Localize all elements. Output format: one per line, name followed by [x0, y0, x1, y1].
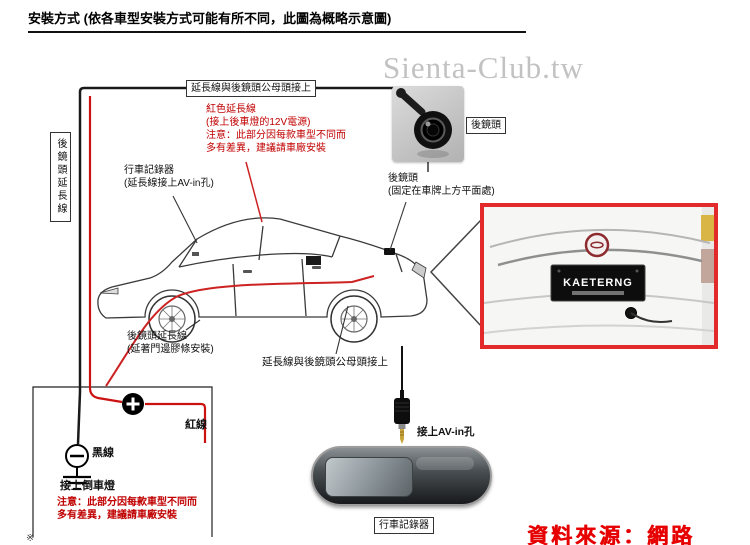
rear-camera-position-note: 後鏡頭 (固定在車牌上方平面處): [388, 172, 495, 198]
power-warning-note: 注意：此部分因每款車型不同而 多有差異，建議請車廠安裝: [57, 496, 197, 522]
footnote-mark: ※: [26, 533, 35, 544]
connector-leader-line: [335, 305, 349, 355]
red-extension-cable: [88, 96, 123, 404]
rearview-mirror-photo: [311, 446, 492, 506]
black-extension-cable: [78, 86, 421, 392]
connector-label-bottom: 延長線與後鏡頭公母頭接上: [262, 356, 388, 368]
photo-edge-yellow: [701, 215, 714, 241]
reverse-light-label: 接上倒車燈: [60, 480, 115, 492]
license-plate-text: KAETERNG: [563, 277, 633, 289]
connector-label-top: 延長線與後鏡頭公母頭接上: [186, 80, 316, 97]
photo-edge-warm: [701, 249, 714, 283]
cable-route-note: 後鏡頭延長線 (延著門邊膠條安裝): [127, 330, 214, 356]
power-warning-line2: 多有差異，建議請車廠安裝: [57, 510, 177, 521]
camera-illustration: [396, 88, 452, 158]
page-title: 安裝方式 (依各車型安裝方式可能有所不同，此圖為概略示意圖): [28, 8, 526, 33]
rear-camera-photo: [392, 86, 464, 162]
rear-camera-label-box: 後鏡頭: [466, 117, 506, 134]
cable-route-line2: (延著門邊膠條安裝): [127, 344, 214, 355]
rear-cam-leader-line: [389, 201, 407, 251]
dvr-unit-icon: [306, 256, 321, 265]
red-extension-note: 紅色延長線 (接上後車燈的12V電源) 注意：此部分因每款車型不同而 多有差異，…: [206, 103, 346, 155]
red-extension-note-line2: (接上後車燈的12V電源): [206, 117, 311, 128]
red-extension-note-line1: 紅色延長線: [206, 104, 256, 115]
red-wire-segment: [145, 402, 207, 443]
mirror-glint: [416, 457, 474, 470]
mirror-label-box: 行車記錄器: [374, 517, 434, 534]
red-cable-through-car: [105, 275, 375, 387]
inset-trunk-photo: KAETERNG: [480, 203, 718, 349]
ground-symbol: [63, 444, 91, 491]
plus-symbol: [122, 393, 144, 415]
red-extension-warning-line2: 多有差異，建議請車廠安裝: [206, 143, 326, 154]
black-wire-to-ground: [76, 391, 82, 445]
power-warning-line1: 注意：此部分因每款車型不同而: [57, 497, 197, 508]
route-leader-line: [185, 319, 201, 331]
dvr-note: 行車記錄器 (延長線接上AV-in孔): [124, 164, 214, 190]
rear-camera-position-line1: 後鏡頭: [388, 173, 418, 184]
source-credit: 資料來源：網路: [527, 525, 695, 545]
dvr-note-line1: 行車記錄器: [124, 165, 174, 176]
dvr-note-line2: (延長線接上AV-in孔): [124, 178, 214, 189]
av-plug-icon: [390, 390, 420, 448]
red-note-leader-line: [245, 161, 263, 223]
trunk-camera-icon: [384, 248, 395, 255]
power-box-outline: [32, 386, 213, 537]
red-wire-label: 紅線: [185, 419, 207, 431]
mirror-screen: [325, 457, 413, 497]
callout-triangle: [429, 217, 483, 329]
dvr-leader-line: [172, 195, 198, 244]
toyota-emblem-icon: [584, 232, 610, 258]
red-extension-warning-line1: 注意：此部分因每款車型不同而: [206, 130, 346, 141]
black-wire-label: 黑線: [92, 447, 114, 459]
av-in-label: 接上AV-in孔: [417, 426, 475, 438]
rear-camera-position-line2: (固定在車牌上方平面處): [388, 186, 495, 197]
watermark: Sienta-Club.tw: [383, 50, 584, 85]
extension-cable-label-vertical: 後鏡頭延長線: [50, 132, 71, 222]
cable-route-line1: 後鏡頭延長線: [127, 331, 187, 342]
trunk-photo-illustration: KAETERNG: [483, 207, 715, 345]
